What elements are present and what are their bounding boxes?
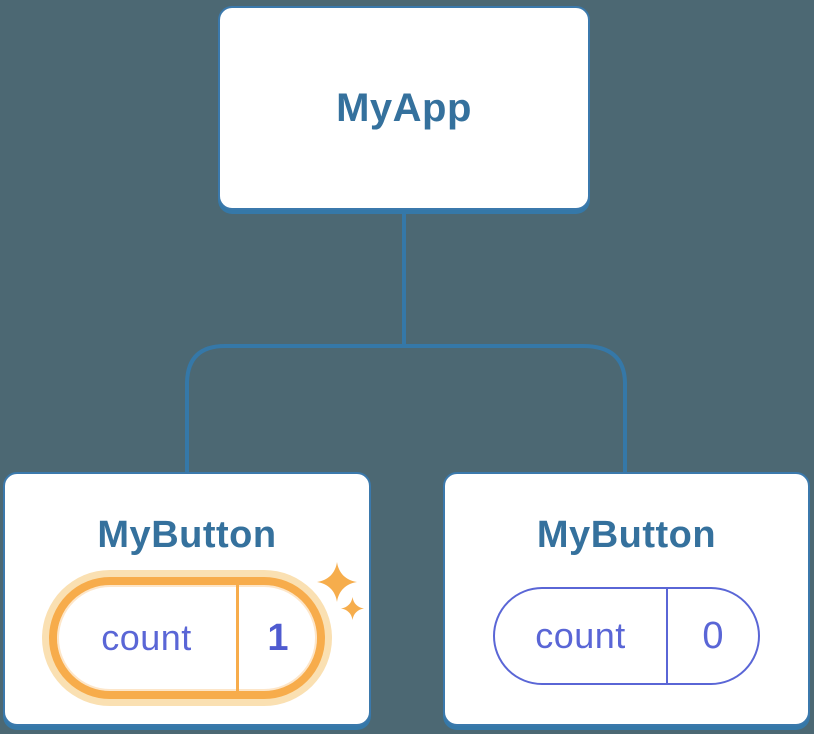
state-label: count: [535, 615, 626, 656]
component-card-child-updated: MyButton count 1: [3, 472, 371, 726]
state-label: count: [101, 617, 192, 658]
state-value-cell: 1: [239, 585, 317, 691]
component-card-root: MyApp: [218, 6, 590, 210]
sparkle-icon: [317, 562, 357, 602]
state-value: 0: [702, 614, 724, 657]
component-title: MyApp: [336, 85, 472, 130]
state-value-cell: 0: [668, 589, 758, 683]
connector-branch: [185, 344, 627, 474]
state-label-cell: count: [495, 589, 668, 683]
sparkle-icon: [341, 597, 364, 620]
state-value: 1: [267, 616, 289, 659]
component-title: MyButton: [536, 514, 717, 556]
component-card-child-normal: MyButton count 0: [443, 472, 810, 726]
state-pill-highlighted: count 1: [49, 577, 325, 699]
state-label-cell: count: [57, 585, 239, 691]
component-title: MyButton: [97, 514, 277, 556]
state-pill: count 0: [493, 587, 760, 685]
